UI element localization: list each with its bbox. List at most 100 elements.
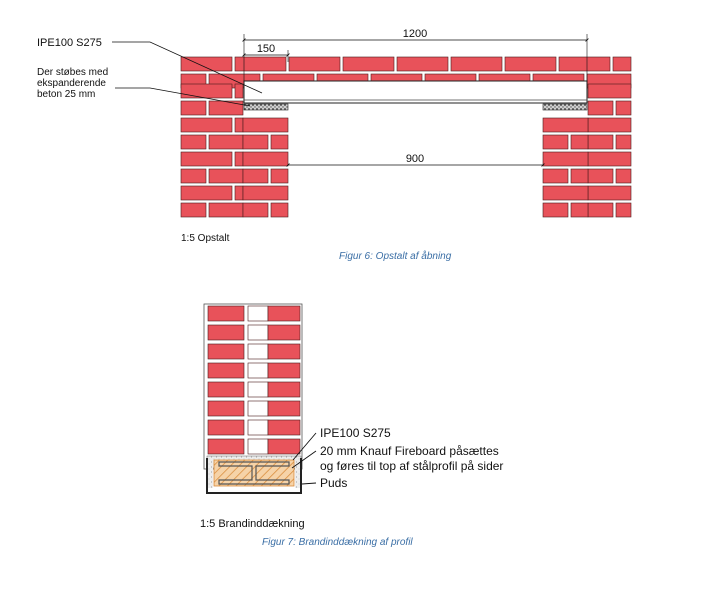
brick	[267, 400, 301, 417]
brick	[267, 419, 301, 436]
brick	[587, 83, 632, 99]
brick	[207, 419, 245, 436]
label-fig7-profile: IPE100 S275	[320, 426, 391, 440]
label-beam-profile: IPE100 S275	[37, 37, 102, 49]
label-scale-brandinddaekning: 1:5 Brandinddækning	[200, 518, 305, 530]
brick	[208, 202, 244, 218]
brick	[615, 202, 632, 218]
brick	[208, 168, 244, 184]
plaster-side-right	[295, 460, 301, 488]
brick	[234, 56, 287, 72]
caption-figure6: Figur 6: Opstalt af åbning	[339, 250, 452, 262]
brick	[615, 100, 632, 116]
brick	[242, 151, 289, 167]
brick	[542, 168, 569, 184]
plaster-side-left	[207, 460, 213, 488]
brick	[267, 305, 301, 322]
cavity-block	[247, 400, 269, 417]
cavity-block	[247, 305, 269, 322]
brick	[267, 324, 301, 341]
brick	[242, 202, 269, 218]
figure7-section: IPE100 S275 20 mm Knauf Fireboard påsætt…	[200, 303, 503, 548]
brick	[267, 381, 301, 398]
brick	[542, 151, 589, 167]
dimension-beam-length: 1200	[242, 28, 589, 82]
brick	[234, 185, 244, 201]
brick	[615, 168, 632, 184]
brick	[180, 117, 233, 133]
brick	[587, 134, 614, 150]
brick	[180, 100, 207, 116]
brick	[207, 438, 245, 455]
label-fig7-plaster: Puds	[320, 476, 347, 490]
brick	[288, 56, 341, 72]
dimension-bearing-length: 150	[242, 43, 290, 62]
brick	[587, 202, 614, 218]
cavity-block	[247, 343, 269, 360]
brick	[450, 56, 503, 72]
brick	[234, 83, 244, 99]
concrete-bedding-right	[542, 103, 588, 111]
leader-concrete-note	[115, 87, 251, 107]
brick	[270, 134, 289, 150]
label-concrete-note-line2: ekspanderende	[37, 78, 106, 89]
brick	[570, 202, 589, 218]
brick	[242, 185, 289, 201]
dimension-150-label: 150	[257, 43, 275, 55]
brick	[180, 202, 207, 218]
fireboard-encasing	[213, 459, 295, 487]
brick	[180, 56, 233, 72]
brick	[180, 83, 233, 99]
brick	[396, 56, 449, 72]
brick	[207, 362, 245, 379]
dimension-opening-width: 900	[286, 153, 545, 167]
cavity-block	[247, 381, 269, 398]
brick-wall-elevation	[180, 56, 632, 218]
leader-fig7-profile	[292, 432, 317, 461]
cavity-block	[247, 438, 269, 455]
brick	[587, 185, 632, 201]
brick	[234, 151, 244, 167]
brick	[207, 381, 245, 398]
brick	[270, 168, 289, 184]
brick	[267, 343, 301, 360]
brick	[542, 117, 589, 133]
label-concrete-note-line3: beton 25 mm	[37, 89, 95, 100]
dimension-900-label: 900	[406, 153, 424, 165]
leader-beam-profile	[112, 41, 263, 94]
cavity-block	[247, 324, 269, 341]
brick	[242, 134, 269, 150]
brick	[208, 100, 244, 116]
brick	[504, 56, 557, 72]
brick	[208, 134, 244, 150]
leader-fig7-fireboard	[291, 450, 317, 469]
brick	[180, 134, 207, 150]
brick	[242, 117, 289, 133]
label-fig7-fireboard-line1: 20 mm Knauf Fireboard påsættes	[320, 444, 499, 458]
cover-outline	[206, 458, 302, 494]
brick	[570, 168, 589, 184]
brick	[542, 185, 589, 201]
brick-wall-section	[207, 305, 301, 455]
brick	[615, 134, 632, 150]
label-fig7-fireboard-line2: og føres til top af stålprofil på sider	[320, 459, 503, 473]
steel-beam-ipe100	[243, 80, 588, 104]
brick	[234, 117, 244, 133]
label-concrete-note-line1: Der støbes med	[37, 67, 108, 78]
leader-fig7-plaster	[301, 482, 317, 485]
brick	[542, 202, 569, 218]
brick	[612, 56, 632, 72]
brick	[180, 168, 207, 184]
brick	[558, 56, 611, 72]
concrete-bedding-left	[243, 103, 289, 111]
brick	[207, 324, 245, 341]
brick	[242, 168, 269, 184]
brick	[270, 202, 289, 218]
caption-figure7: Figur 7: Brandinddækning af profil	[262, 537, 413, 548]
brick	[180, 151, 233, 167]
label-scale-opstalt: 1:5 Opstalt	[181, 233, 230, 244]
dimension-1200-label: 1200	[403, 28, 427, 40]
brick	[342, 56, 395, 72]
cavity-block	[247, 419, 269, 436]
